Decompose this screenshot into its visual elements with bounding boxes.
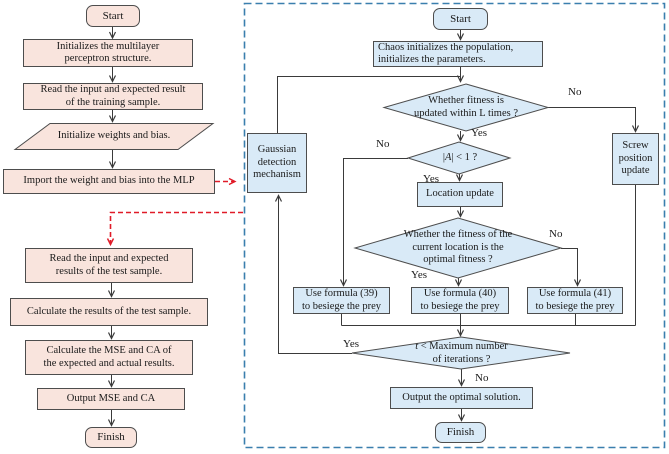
no-label-max-iterations: No: [475, 372, 489, 384]
gaussian-detection-node: Gaussian detection mechanism: [247, 133, 307, 193]
output-mse-node: Output MSE and CA: [37, 388, 185, 410]
read-training-node: Read the input and expected result of th…: [23, 83, 203, 110]
no-label-abs-a: No: [376, 138, 390, 150]
left-start-node: Start: [86, 5, 140, 27]
output-solution-node: Output the optimal solution.: [390, 387, 533, 409]
yes-label-fitness-optimal: Yes: [411, 269, 428, 281]
location-update-node: Location update: [417, 182, 503, 207]
calc-results-node: Calculate the results of the test sample…: [10, 298, 208, 326]
import-mlp-node: Import the weight and bias into the MLP: [3, 169, 215, 194]
yes4-loop-line: [274, 194, 352, 354]
yes-label-abs-a: Yes: [423, 173, 440, 185]
no3-line: [561, 248, 582, 287]
right-start-node: Start: [433, 8, 488, 30]
formula40-node: Use formula (40) to besiege the prey: [411, 287, 509, 314]
yes-label-fitness-updated: Yes: [471, 127, 488, 139]
fitness-optimal-diamond: [353, 217, 563, 279]
no1-line: [548, 107, 640, 133]
no-label-fitness-optimal: No: [549, 228, 563, 240]
no2-line: [339, 158, 408, 287]
gaussian-return-line: [277, 76, 461, 133]
fitness-updated-diamond: [382, 83, 550, 132]
yes-label-max-iterations: Yes: [343, 338, 360, 350]
right-finish-node: Finish: [435, 422, 486, 443]
right-flowchart-frame: [243, 2, 666, 449]
red-dashed-links: [106, 177, 243, 247]
formula39-node: Use formula (39) to besiege the prey: [293, 287, 390, 314]
init-weights-label: Initialize weights and bias.: [57, 130, 171, 142]
fitness-optimal-label: Whether the fitness of the current locat…: [403, 229, 513, 266]
fitness-updated-label: Whether fitness is updated within L time…: [413, 95, 518, 119]
chaos-init-node: Chaos initializes the population, initia…: [373, 41, 543, 67]
init-weights-parallelogram: [13, 123, 215, 150]
init-mlp-node: Initializes the multilayer perceptron st…: [23, 39, 193, 67]
left-finish-node: Finish: [85, 427, 137, 448]
max-iterations-diamond: [351, 336, 571, 370]
calc-mse-node: Calculate the MSE and CA of the expected…: [25, 340, 193, 375]
read-test-node: Read the input and expected results of t…: [25, 248, 193, 283]
abs-a-label: |A| < 1 ?: [442, 151, 478, 163]
screw-update-node: Screw position update: [612, 133, 659, 185]
right-to-test-link: [106, 211, 243, 247]
abs-a-diamond: [406, 141, 512, 175]
formula41-node: Use formula (41) to besiege the prey: [527, 287, 623, 314]
max-iterations-label: t < Maximum number of iterations ?: [415, 341, 508, 365]
connector-lines: [107, 27, 640, 427]
no-label-fitness-updated: No: [568, 86, 582, 98]
